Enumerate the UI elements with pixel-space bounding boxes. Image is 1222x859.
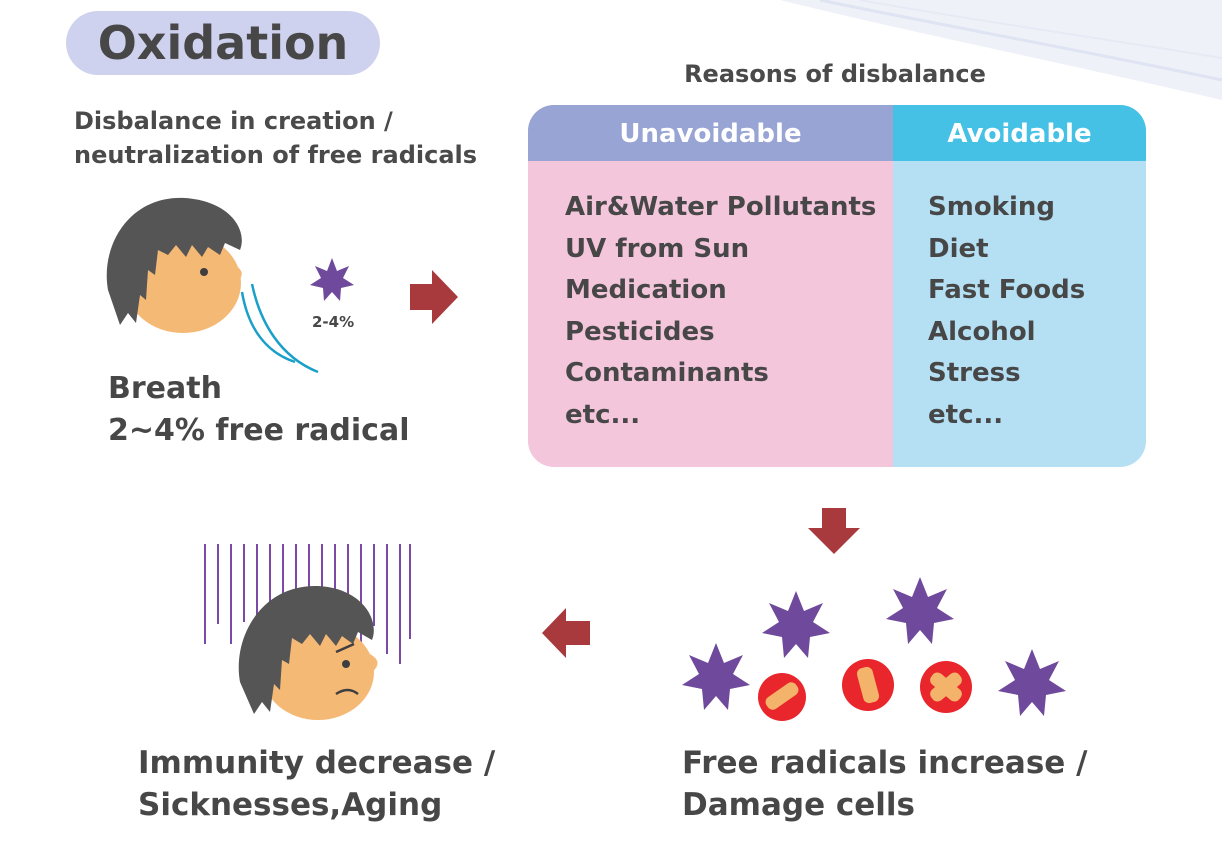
damaged-cell-icon xyxy=(758,673,806,721)
immunity-label-line-2: Sicknesses,Aging xyxy=(138,787,443,823)
list-item: Medication xyxy=(565,275,727,306)
unavoidable-column xyxy=(528,105,893,467)
immunity-label-line-1: Immunity decrease / xyxy=(138,745,496,781)
reasons-title: Reasons of disbalance xyxy=(684,60,986,88)
list-item: Air&Water Pollutants xyxy=(565,192,877,222)
free-radical-star-icon xyxy=(310,258,354,301)
page-title: Oxidation xyxy=(97,16,349,70)
avoidable-header: Avoidable xyxy=(893,105,1146,161)
free-radical-star-icon xyxy=(762,591,830,658)
arrow-left-icon xyxy=(542,608,590,658)
free-radicals-increase-label: Free radicals increase / Damage cells xyxy=(682,742,1087,826)
list-item: etc... xyxy=(565,399,641,430)
damaged-cell-icon xyxy=(842,659,894,711)
increase-label-line-2: Damage cells xyxy=(682,787,915,823)
subtitle-line-2: neutralization of free radicals xyxy=(74,141,478,169)
free-radicals-cluster xyxy=(682,577,1066,721)
breath-label-line-2: 2~4% free radical xyxy=(108,413,410,448)
increase-label-line-1: Free radicals increase / xyxy=(682,745,1088,781)
avoidable-list: Smoking Diet Fast Foods Alcohol Stress e… xyxy=(928,187,1085,437)
list-item: Alcohol xyxy=(928,316,1036,347)
list-item: Smoking xyxy=(928,192,1056,222)
breath-icon xyxy=(240,283,319,374)
title-pill-background xyxy=(66,11,380,75)
breath-label-line-1: Breath xyxy=(108,371,222,406)
damaged-cell-icon xyxy=(920,661,972,713)
arrow-down-icon xyxy=(808,508,860,554)
list-item: Pesticides xyxy=(565,316,715,347)
free-radical-star-icon xyxy=(886,577,954,644)
list-item: Stress xyxy=(928,358,1021,389)
avoidable-column xyxy=(893,105,1146,467)
list-item: etc... xyxy=(928,399,1004,430)
reasons-table: Unavoidable Avoidable Air&Water Pollutan… xyxy=(528,105,1146,467)
list-item: Contaminants xyxy=(565,358,769,389)
free-radical-star-icon xyxy=(682,643,750,710)
list-item: Fast Foods xyxy=(928,275,1086,306)
free-radical-star-icon xyxy=(998,649,1066,716)
face-icon xyxy=(106,197,242,333)
sad-face-icon xyxy=(238,585,378,720)
list-item: Diet xyxy=(928,233,989,264)
unavoidable-list: Air&Water Pollutants UV from Sun Medicat… xyxy=(565,187,876,437)
breath-label: Breath 2~4% free radical xyxy=(108,368,409,452)
list-item: UV from Sun xyxy=(565,233,750,264)
subtitle-line-1: Disbalance in creation / xyxy=(74,107,393,135)
arrow-right-icon xyxy=(410,270,458,324)
breath-percent-tag: 2-4% xyxy=(312,313,355,331)
unavoidable-header: Unavoidable xyxy=(528,105,893,161)
immunity-decrease-label: Immunity decrease / Sicknesses,Aging xyxy=(138,742,495,826)
subtitle: Disbalance in creation / neutralization … xyxy=(74,104,477,172)
